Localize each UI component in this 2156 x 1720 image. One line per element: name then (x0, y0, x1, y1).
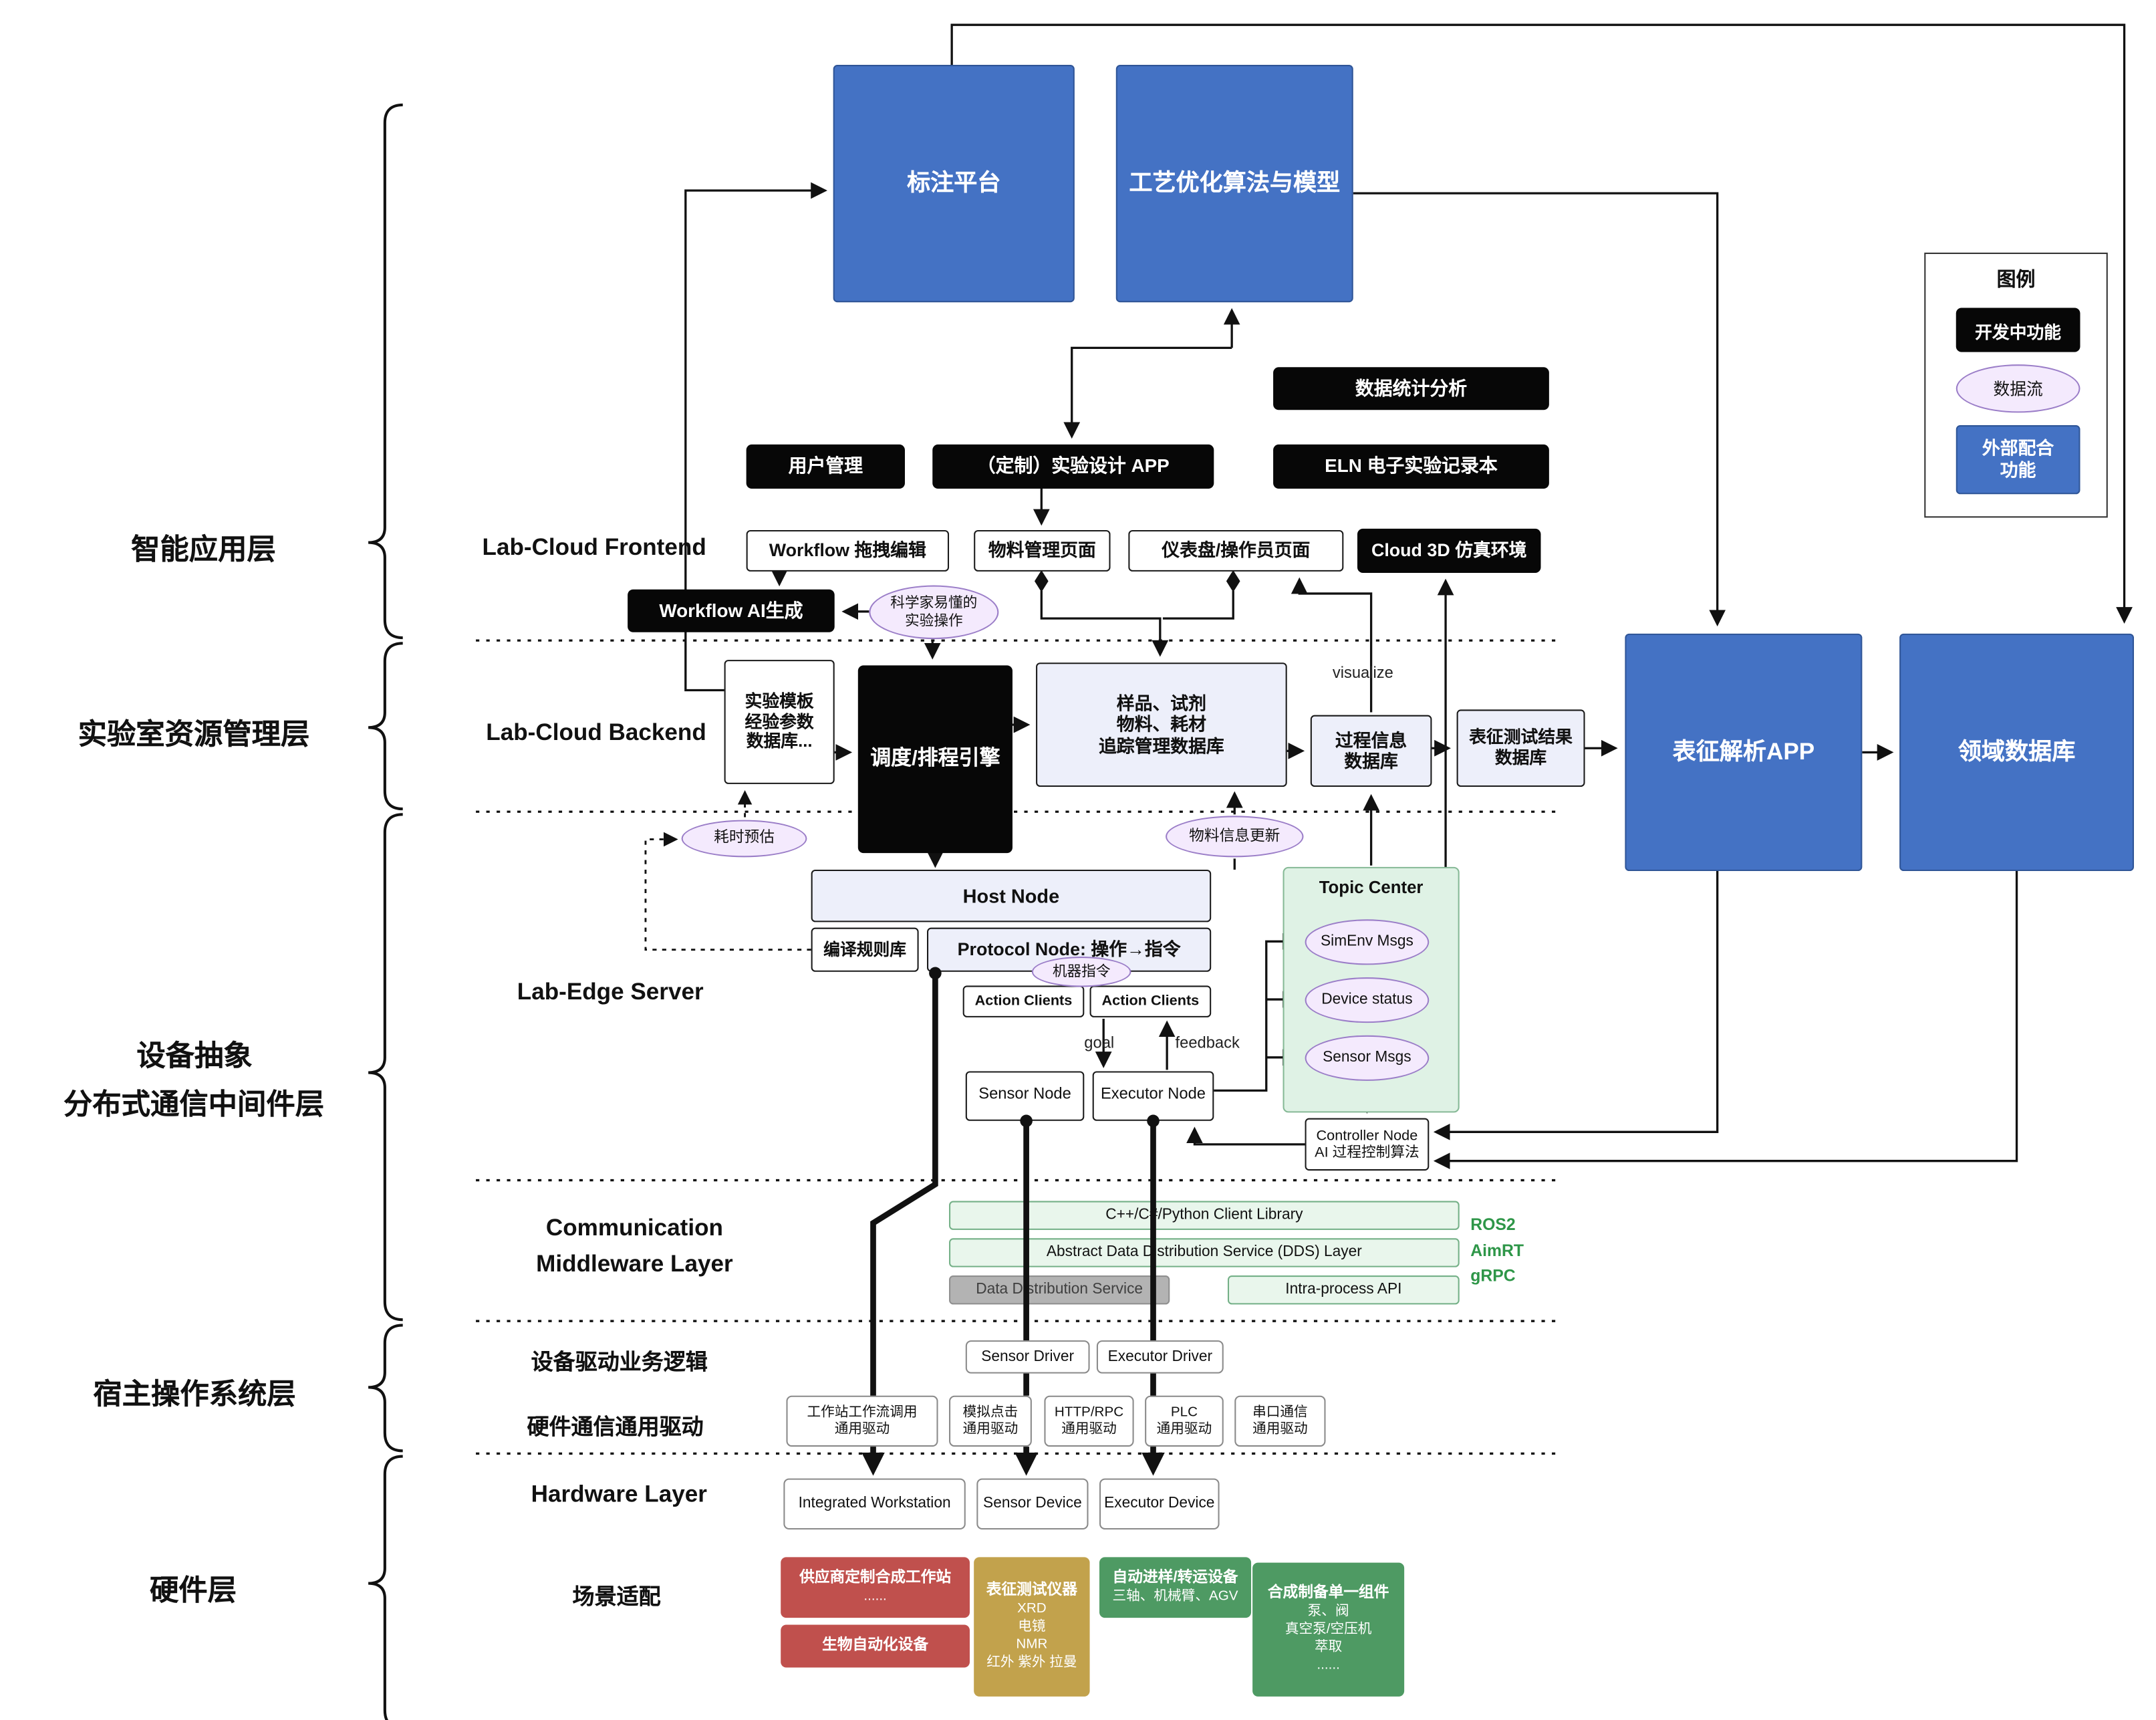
node-vendor-workstation: 供应商定制合成工作站 ...... (781, 1557, 970, 1618)
node-workstation-flow-driver: 工作站工作流调用 通用驱动 (786, 1395, 938, 1447)
node-bio-automation: 生物自动化设备 (781, 1624, 970, 1668)
node-autosampler-transfer: 自动进样/转运设备 三轴、机械臂、AGV (1099, 1557, 1252, 1618)
section-label-backend: Lab-Cloud Backend (486, 719, 706, 746)
tech-aimrt: AimRT (1470, 1240, 1524, 1260)
node-user-management: 用户管理 (746, 444, 905, 489)
characterization-instruments-title: 表征测试仪器 (986, 1582, 1077, 1599)
node-scheduler-engine: 调度/排程引擎 (857, 665, 1013, 854)
node-plc-driver: PLC 通用驱动 (1145, 1395, 1224, 1447)
node-sensor-device: Sensor Device (976, 1478, 1089, 1530)
layer-label-app: 智能应用层 (131, 534, 276, 566)
layer-braces (368, 103, 403, 1720)
legend: 图例 开发中功能 数据流 外部配合 功能 (1924, 252, 2108, 518)
node-workflow-ai-generate: Workflow AI生成 (628, 589, 835, 632)
node-executor-driver: Executor Driver (1096, 1340, 1224, 1374)
section-label-frontend: Lab-Cloud Frontend (482, 534, 706, 561)
flow-simenv-msgs: SimEnv Msgs (1305, 919, 1430, 965)
node-executor-device: Executor Device (1099, 1478, 1220, 1530)
node-controller-node: Controller Node AI 过程控制算法 (1305, 1118, 1430, 1171)
autosampler-title: 自动进样/转运设备 (1112, 1569, 1238, 1586)
node-workflow-drag-editor: Workflow 拖拽编辑 (746, 529, 950, 572)
layer-label-abstraction-1: 设备抽象 (136, 1041, 253, 1073)
section-label-hw-comm: 硬件通信通用驱动 (527, 1416, 704, 1440)
node-template-db: 实验模板 经验参数 数据库... (724, 660, 835, 784)
section-label-driver-logic: 设备驱动业务逻辑 (531, 1351, 708, 1375)
flow-device-status: Device status (1305, 977, 1430, 1023)
middleware-tech-stack: ROS2 AimRT gRPC (1470, 1212, 1524, 1289)
legend-dev-item: 开发中功能 (1956, 308, 2080, 352)
legend-flow-item: 数据流 (1956, 364, 2080, 413)
flow-scientist-friendly-ops: 科学家易懂的 实验操作 (869, 585, 999, 640)
dotted-arrows (644, 790, 811, 951)
flow-material-info-update: 物料信息更新 (1166, 816, 1304, 858)
annotation-feedback: feedback (1175, 1035, 1240, 1052)
synthesis-components-title: 合成制备单一组件 (1267, 1584, 1389, 1602)
node-sample-tracking-db: 样品、试剂 物料、耗材 追踪管理数据库 (1036, 662, 1287, 787)
node-annotation-platform: 标注平台 (833, 65, 1075, 303)
node-action-clients-right: Action Clients (1089, 985, 1212, 1017)
node-click-sim-driver: 模拟点击 通用驱动 (949, 1395, 1032, 1447)
annotation-goal: goal (1084, 1035, 1115, 1052)
vendor-workstation-title: 供应商定制合成工作站 (799, 1569, 952, 1586)
section-label-scene: 场景适配 (572, 1586, 661, 1610)
legend-title: 图例 (1996, 267, 2036, 290)
node-characterization-analysis-app: 表征解析APP (1625, 633, 1863, 872)
layer-label-hardware: 硬件层 (149, 1575, 237, 1607)
characterization-instruments-body: XRD 电镜 NMR 红外 紫外 拉曼 (986, 1601, 1077, 1671)
node-client-library: C++/C#/Python Client Library (949, 1201, 1460, 1230)
layer-label-resource: 实验室资源管理层 (78, 719, 310, 751)
node-process-optimization: 工艺优化算法与模型 (1115, 65, 1353, 303)
node-dashboard-operator-page: 仪表盘/操作员页面 (1128, 529, 1344, 572)
node-synthesis-components: 合成制备单一组件 泵、阀 真空泵/空压机 萃取 ...... (1252, 1562, 1405, 1697)
layer-label-abstraction-2: 分布式通信中间件层 (63, 1089, 325, 1121)
flow-sensor-msgs: Sensor Msgs (1305, 1035, 1430, 1081)
node-action-clients-left: Action Clients (962, 985, 1085, 1017)
node-material-management-page: 物料管理页面 (974, 529, 1111, 572)
node-sensor-driver: Sensor Driver (965, 1340, 1090, 1374)
flow-time-estimate: 耗时预估 (681, 820, 807, 858)
tech-ros2: ROS2 (1470, 1215, 1516, 1235)
flow-machine-command: 机器指令 (1031, 957, 1131, 987)
node-cloud-3d-sim: Cloud 3D 仿真环境 (1357, 528, 1541, 573)
node-compile-rules-lib: 编译规则库 (811, 927, 919, 972)
autosampler-body: 三轴、机械臂、AGV (1112, 1588, 1238, 1604)
topic-center-title: Topic Center (1319, 878, 1424, 898)
node-characterization-result-db: 表征测试结果 数据库 (1456, 709, 1585, 787)
legend-external-item: 外部配合 功能 (1956, 425, 2080, 495)
section-label-hardware-layer: Hardware Layer (531, 1481, 707, 1507)
section-label-edge-server: Lab-Edge Server (517, 979, 704, 1005)
node-http-rpc-driver: HTTP/RPC 通用驱动 (1044, 1395, 1134, 1447)
node-data-distribution-service: Data Distribution Service (949, 1275, 1170, 1305)
node-intra-process-api: Intra-process API (1227, 1275, 1460, 1305)
tech-grpc: gRPC (1470, 1265, 1516, 1285)
node-executor-node: Executor Node (1092, 1071, 1214, 1121)
node-domain-db: 领域数据库 (1899, 633, 2135, 872)
layer-label-host-os: 宿主操作系统层 (93, 1378, 296, 1411)
section-label-comm-middleware: Communication Middleware Layer (536, 1215, 733, 1277)
diamond-connectors (1034, 570, 1240, 592)
annotation-visualize: visualize (1332, 665, 1393, 683)
node-serial-driver: 串口通信 通用驱动 (1234, 1395, 1326, 1447)
node-custom-experiment-design-app: （定制）实验设计 APP (932, 444, 1214, 489)
node-dds-layer: Abstract Data Distribution Service (DDS)… (949, 1238, 1460, 1267)
node-eln: ELN 电子实验记录本 (1273, 444, 1549, 489)
node-integrated-workstation: Integrated Workstation (783, 1478, 966, 1530)
node-characterization-instruments: 表征测试仪器 XRD 电镜 NMR 红外 紫外 拉曼 (974, 1557, 1090, 1697)
node-sensor-node: Sensor Node (965, 1071, 1085, 1121)
vendor-workstation-body: ...... (863, 1588, 887, 1604)
node-host-node: Host Node (811, 869, 1212, 923)
synthesis-components-body: 泵、阀 真空泵/空压机 萃取 ...... (1285, 1604, 1372, 1673)
node-process-info-db: 过程信息 数据库 (1310, 715, 1432, 787)
node-data-statistics: 数据统计分析 (1273, 367, 1549, 410)
